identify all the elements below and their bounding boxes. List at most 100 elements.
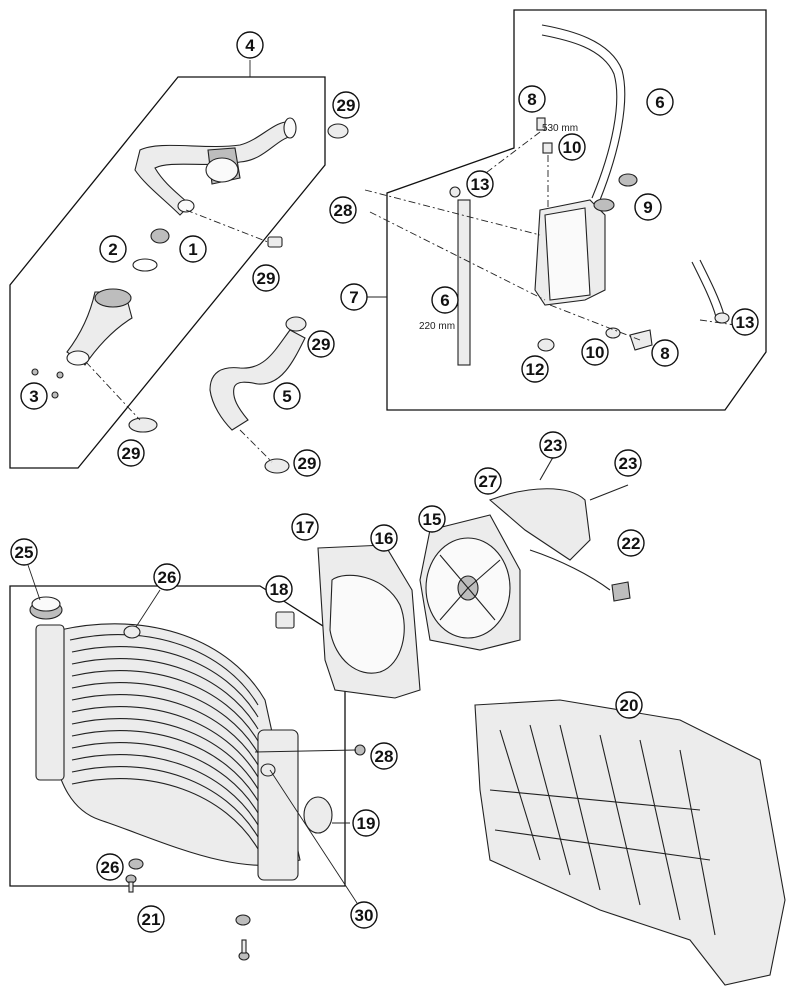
svg-text:27: 27 <box>479 472 498 491</box>
callout-3: 3 <box>20 382 48 410</box>
svg-text:8: 8 <box>660 344 669 363</box>
thermostat-1 <box>150 228 170 244</box>
hose-clamp-29 <box>264 458 290 474</box>
callout-16: 16 <box>370 524 398 552</box>
svg-text:25: 25 <box>15 543 34 562</box>
svg-text:19: 19 <box>357 814 376 833</box>
callout-22: 22 <box>617 529 645 557</box>
hose-5 <box>209 316 307 474</box>
fan-15 <box>419 488 631 651</box>
callout-29: 29 <box>307 330 335 358</box>
thermostat-housing <box>66 291 133 366</box>
group-frame-7 <box>386 9 767 411</box>
o-ring-2 <box>132 258 158 272</box>
callout-18: 18 <box>265 575 293 603</box>
callout-23: 23 <box>539 431 567 459</box>
svg-text:20: 20 <box>620 696 639 715</box>
callout-8: 8 <box>518 85 546 113</box>
svg-text:22: 22 <box>622 534 641 553</box>
svg-text:29: 29 <box>122 444 141 463</box>
svg-text:23: 23 <box>544 436 563 455</box>
bracket-18 <box>275 611 295 629</box>
callout-19: 19 <box>352 809 380 837</box>
svg-text:28: 28 <box>375 747 394 766</box>
fan-shroud-17 <box>275 544 421 699</box>
callout-17: 17 <box>291 513 319 541</box>
callout-9: 9 <box>634 193 662 221</box>
callout-26: 26 <box>96 853 124 881</box>
callout-29: 29 <box>332 91 360 119</box>
svg-text:9: 9 <box>643 198 652 217</box>
callout-2: 2 <box>99 235 127 263</box>
callout-21: 21 <box>137 905 165 933</box>
svg-text:23: 23 <box>619 454 638 473</box>
callout-15: 15 <box>418 505 446 533</box>
callout-26: 26 <box>135 563 181 628</box>
callout-7: 7 <box>340 283 387 311</box>
callout-13: 13 <box>466 170 494 198</box>
hose-assembly-4 <box>31 117 349 433</box>
radiator-core <box>69 634 259 850</box>
svg-text:29: 29 <box>312 335 331 354</box>
callout-28: 28 <box>370 742 398 770</box>
tank-cap-9 <box>618 173 638 187</box>
callout-6: 6 <box>646 88 674 116</box>
dimension-label-220mm: 220 mm <box>419 321 455 332</box>
group-frame-19 <box>9 585 346 887</box>
callout-20: 20 <box>615 691 643 719</box>
svg-text:2: 2 <box>108 240 117 259</box>
fan-cover-27 <box>488 488 591 561</box>
svg-text:13: 13 <box>736 313 755 332</box>
callout-10: 10 <box>558 133 586 161</box>
mount-fasteners <box>125 858 251 961</box>
callout-29: 29 <box>117 439 145 467</box>
radiator-spoiler-20 <box>474 699 786 986</box>
dimension-label-530mm: 530 mm <box>542 123 578 134</box>
hose-clamp-29 <box>128 417 158 433</box>
callout-13: 13 <box>731 308 759 336</box>
svg-text:10: 10 <box>586 343 605 362</box>
svg-text:3: 3 <box>29 387 38 406</box>
callout-29: 29 <box>252 264 280 292</box>
callout-4: 4 <box>236 31 264 77</box>
svg-text:6: 6 <box>440 291 449 310</box>
svg-text:17: 17 <box>296 518 315 537</box>
callout-25: 25 <box>10 538 41 601</box>
svg-text:26: 26 <box>158 568 177 587</box>
svg-text:18: 18 <box>270 580 289 599</box>
svg-text:12: 12 <box>526 360 545 379</box>
hose-clamp-29 <box>285 316 307 332</box>
radiator-19 <box>29 596 366 881</box>
callout-10: 10 <box>581 338 609 366</box>
connector-22 <box>611 581 631 602</box>
callout-30: 30 <box>269 769 378 929</box>
svg-text:7: 7 <box>349 288 358 307</box>
callout-23: 23 <box>614 449 642 477</box>
group-frame-4 <box>9 76 326 469</box>
svg-text:1: 1 <box>188 240 197 259</box>
callout-29: 29 <box>293 449 321 477</box>
callout-1: 1 <box>179 235 207 263</box>
screw-23 <box>589 484 629 501</box>
svg-text:8: 8 <box>527 90 536 109</box>
svg-text:21: 21 <box>142 910 161 929</box>
callout-5: 5 <box>273 382 301 410</box>
callout-6: 6 <box>431 286 459 314</box>
svg-text:29: 29 <box>337 96 356 115</box>
svg-text:15: 15 <box>423 510 442 529</box>
svg-text:16: 16 <box>375 529 394 548</box>
svg-text:30: 30 <box>355 906 374 925</box>
svg-text:10: 10 <box>563 138 582 157</box>
svg-text:29: 29 <box>298 454 317 473</box>
svg-text:4: 4 <box>245 36 255 55</box>
svg-text:28: 28 <box>334 201 353 220</box>
hose-clamp-29 <box>327 123 349 139</box>
callout-12: 12 <box>521 355 549 383</box>
expansion-tank-7 <box>364 24 736 366</box>
svg-text:6: 6 <box>655 93 664 112</box>
callout-28: 28 <box>329 196 357 224</box>
callout-27: 27 <box>474 467 502 495</box>
svg-text:5: 5 <box>282 387 291 406</box>
svg-text:29: 29 <box>257 269 276 288</box>
